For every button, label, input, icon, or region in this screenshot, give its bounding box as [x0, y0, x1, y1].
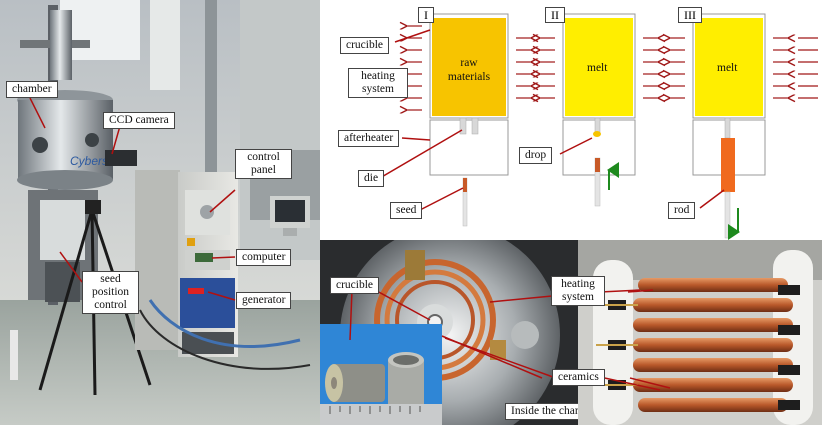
seed-position-control-label: seed position control: [82, 271, 139, 314]
growth-schematic: I II III crucible heating system afterhe…: [320, 0, 822, 240]
crucible-stage-3: [692, 13, 766, 240]
schematic-drawing: [379, 13, 818, 240]
heating-coil-illustration: [578, 240, 822, 425]
drop-label: drop: [519, 147, 553, 164]
schematic-leader-lines: [379, 29, 725, 211]
heating-arrows: [406, 26, 789, 110]
crucible-stage-1: [429, 13, 509, 227]
melt-text-stage-2: melt: [587, 62, 608, 74]
heating-coil-photo: [578, 240, 822, 425]
ceramics-photo-label: ceramics: [552, 369, 605, 386]
ccd-camera-label: CCD camera: [103, 112, 175, 129]
coil-leader-lines: [627, 289, 671, 389]
chamber-label: chamber: [6, 81, 58, 98]
stage-1-numeral: I: [418, 7, 434, 23]
chamber-interior-photo: crucible Inside the chamber: [320, 240, 578, 425]
computer-label: computer: [236, 249, 292, 266]
raw-materials-text: raw materials: [447, 57, 491, 83]
stage-2-numeral: II: [545, 7, 565, 23]
stage-3-numeral: III: [678, 7, 702, 23]
afterheater-label: afterheater: [338, 130, 400, 147]
generator-label: generator: [236, 292, 292, 309]
crucible-label: crucible: [340, 37, 390, 54]
crucible-sample-inset: [320, 324, 442, 425]
apparatus-leader-lines: [29, 97, 236, 301]
heating-system-label: heating system: [348, 68, 408, 98]
crucible-photo-label: crucible: [330, 277, 380, 294]
die-label: die: [358, 170, 385, 187]
seed-label: seed: [390, 202, 423, 219]
heating-arrows-right: [798, 37, 818, 99]
control-panel-label: control panel: [235, 149, 292, 179]
crucible-sample-illustration: [320, 324, 442, 425]
rod-label: rod: [668, 202, 696, 219]
heating-system-photo-label: heating system: [551, 276, 605, 306]
chamber-leader-lines: [349, 289, 543, 379]
melt-text-stage-3: melt: [717, 62, 738, 74]
svg-text:Cybers: Cybers: [70, 154, 108, 168]
inside-chamber-caption: Inside the chamber: [505, 403, 578, 420]
apparatus-photo: Cybers: [0, 0, 320, 425]
crucible-stage-2: [562, 13, 636, 207]
